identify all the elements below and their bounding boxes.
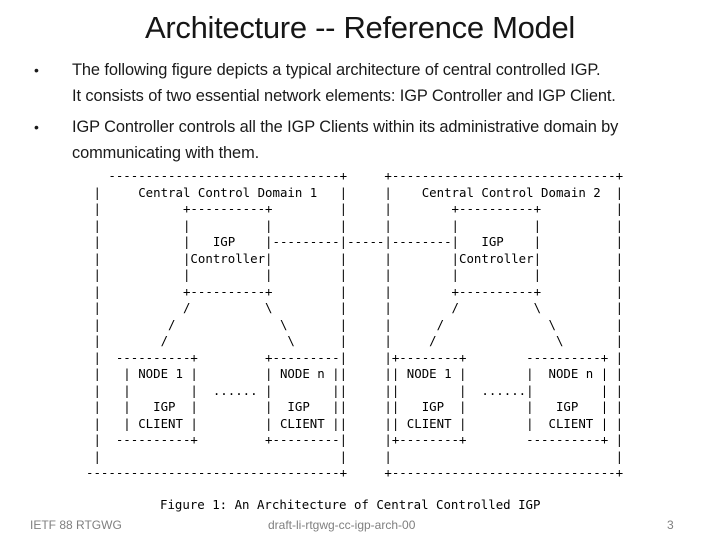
bullet-text: The following figure depicts a typical a…	[72, 57, 710, 109]
bullet-text-line: IGP Controller controls all the IGP Clie…	[72, 118, 619, 136]
architecture-ascii-diagram: -------------------------------+ +------…	[86, 168, 624, 480]
footer-event-label: IETF 88 RTGWG	[30, 518, 122, 532]
figure-caption: Figure 1: An Architecture of Central Con…	[160, 497, 541, 512]
bullet-text: IGP Controller controls all the IGP Clie…	[72, 114, 710, 166]
bullet-item: • The following figure depicts a typical…	[30, 57, 710, 109]
bullet-marker-icon: •	[34, 62, 39, 78]
footer-page-number: 3	[667, 518, 674, 532]
bullet-list: • The following figure depicts a typical…	[30, 57, 710, 166]
bullet-text-line: The following figure depicts a typical a…	[72, 61, 601, 79]
footer-draft-name: draft-li-rtgwg-cc-igp-arch-00	[268, 518, 416, 532]
bullet-text-line: It consists of two essential network ele…	[72, 87, 616, 105]
bullet-text-line: communicating with them.	[72, 144, 260, 162]
bullet-marker-icon: •	[34, 119, 39, 135]
bullet-item: • IGP Controller controls all the IGP Cl…	[30, 114, 710, 166]
page-title: Architecture -- Reference Model	[144, 10, 576, 45]
